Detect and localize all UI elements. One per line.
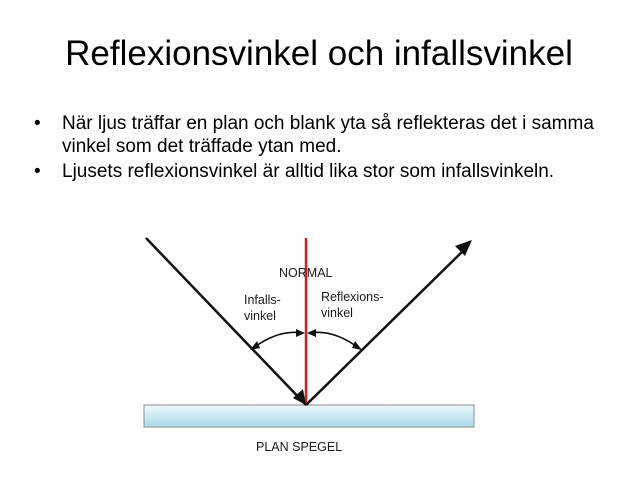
bullet-item: • Ljusets reflexionsvinkel är alltid lik… [34, 160, 614, 183]
reflected-ray [305, 247, 467, 406]
reflection-arc-arrow-left [307, 329, 316, 337]
normal-label: NORMAL [279, 266, 333, 280]
mirror-surface [143, 404, 475, 428]
reflected-arrowhead [455, 240, 472, 256]
reflection-angle-arc [308, 331, 361, 350]
incidence-arc-arrow-right [296, 329, 305, 337]
bullet-dot: • [34, 113, 41, 134]
bullet-dot: • [34, 161, 41, 182]
incidence-angle-arc [251, 331, 304, 350]
incidence-label-line1: Infalls- [244, 293, 281, 307]
reflection-label-line1: Reflexions- [321, 290, 384, 304]
reflection-arc-arrow-right [352, 341, 362, 350]
incidence-label-line2: vinkel [244, 309, 276, 323]
incident-ray [145, 237, 307, 406]
bullet-text: När ljus träffar en plan och blank yta s… [62, 113, 594, 157]
incidence-arc-arrow-left [250, 341, 260, 350]
bullet-text: Ljusets reflexionsvinkel är alltid lika … [62, 161, 555, 182]
slide-title: Reflexionsvinkel och infallsvinkel [65, 34, 573, 73]
incident-arrowhead [293, 389, 306, 405]
mirror-label: PLAN SPEGEL [256, 440, 342, 454]
bullet-item: • När ljus träffar en plan och blank yta… [34, 112, 614, 158]
reflection-label-line2: vinkel [321, 306, 353, 320]
bullet-list: • När ljus träffar en plan och blank yta… [34, 112, 614, 185]
